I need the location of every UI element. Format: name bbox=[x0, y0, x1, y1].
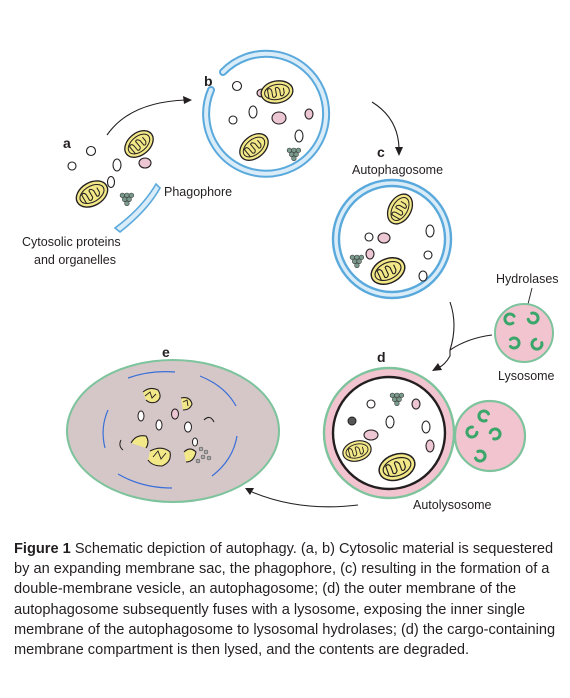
caption-figure-label: Figure 1 bbox=[14, 541, 71, 557]
stage-a-cargo bbox=[67, 124, 159, 214]
stage-label-e: e bbox=[162, 344, 170, 360]
phagophore-membrane bbox=[113, 182, 161, 234]
stage-e-degradation bbox=[66, 359, 280, 503]
arrow-b-to-c bbox=[371, 101, 400, 149]
stage-b-phagophore bbox=[202, 49, 331, 178]
stage-label-c: c bbox=[377, 144, 385, 160]
stage-label-d: d bbox=[377, 349, 386, 365]
lysosome-label: Lysosome bbox=[498, 369, 555, 383]
stage-c-autophagosome bbox=[331, 178, 453, 300]
autolysosome-label: Autolysosome bbox=[413, 498, 492, 512]
lysosome bbox=[494, 303, 554, 363]
cytosolic-label-line2: and organelles bbox=[34, 253, 116, 267]
hydrolases-label: Hydrolases bbox=[496, 272, 559, 286]
phagophore-label: Phagophore bbox=[164, 185, 232, 199]
caption-text: Schematic depiction of autophagy. (a, b)… bbox=[14, 541, 556, 659]
stage-label-b: b bbox=[204, 73, 213, 89]
arrow-c-to-d bbox=[449, 301, 455, 351]
stage-label-a: a bbox=[63, 135, 71, 151]
arrow-a-to-b bbox=[106, 99, 187, 136]
arrow-d-to-e bbox=[251, 491, 359, 508]
autophagosome-label: Autophagosome bbox=[352, 163, 443, 177]
stage-d-autolysosome bbox=[322, 366, 527, 500]
autophagy-diagram: a Phagophore Cytosolic proteins and orga… bbox=[22, 49, 559, 512]
cytosolic-label-line1: Cytosolic proteins bbox=[22, 235, 121, 249]
figure-caption: Figure 1 Schematic depiction of autophag… bbox=[14, 539, 562, 660]
